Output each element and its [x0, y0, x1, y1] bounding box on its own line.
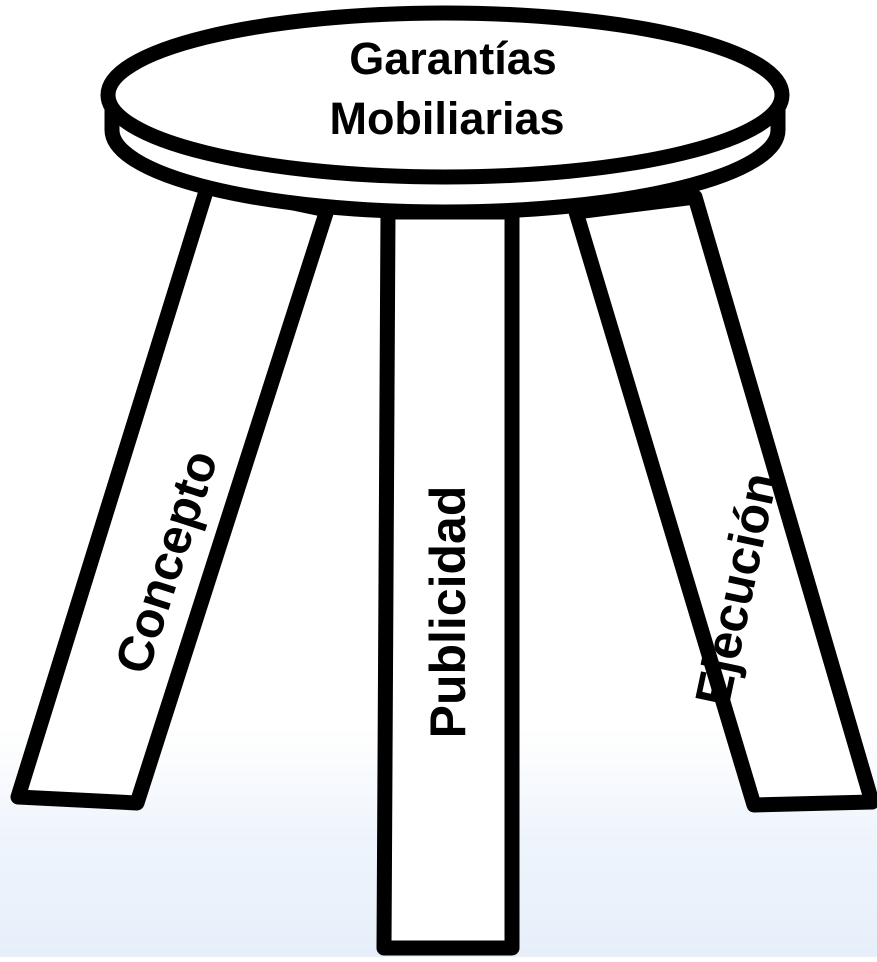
leg-center-label: Publicidad [420, 486, 476, 739]
seat: Garantías Mobiliarias [108, 13, 782, 212]
leg-left: Concepto [18, 185, 327, 803]
seat-title-line1: Garantías [349, 33, 557, 84]
seat-title-line2: Mobiliarias [329, 93, 564, 144]
leg-right: Ejecución [576, 197, 872, 805]
leg-center: Publicidad [384, 212, 512, 948]
leg-right-shape [576, 197, 872, 805]
